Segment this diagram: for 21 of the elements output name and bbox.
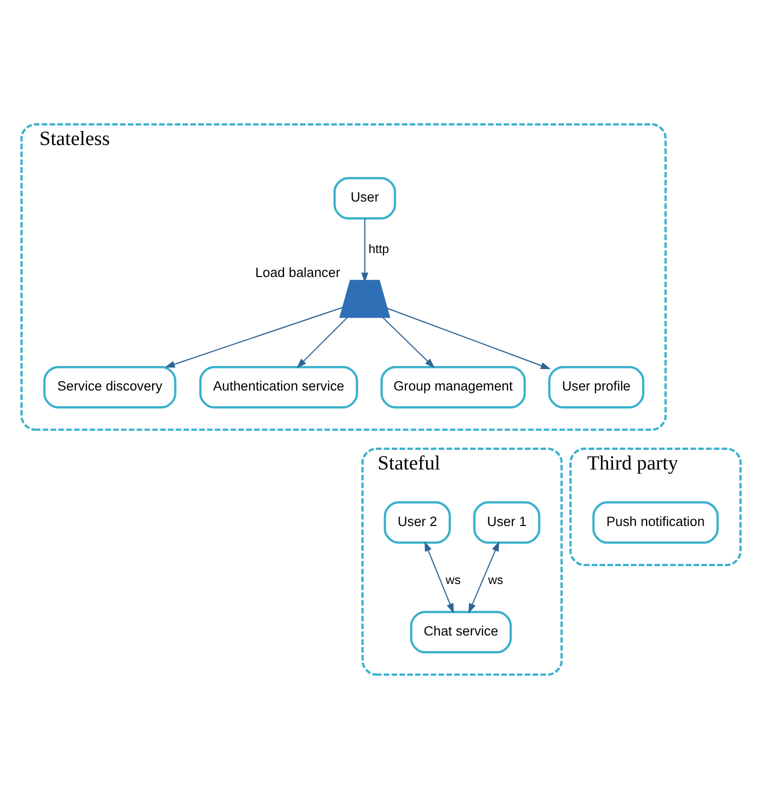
node-box: Push notification	[592, 501, 719, 544]
arrow	[386, 308, 551, 370]
edge-label: ws	[446, 572, 461, 587]
arrow	[382, 316, 435, 368]
arrow	[361, 218, 368, 283]
node-box: Service discovery	[43, 366, 176, 408]
arrow	[424, 541, 454, 614]
arrow	[164, 306, 344, 368]
edge-label: ws	[488, 572, 504, 587]
node-label: Load balancer	[255, 265, 340, 280]
node-box: User 1	[473, 501, 540, 544]
arrow	[296, 316, 348, 368]
node-trapezoid	[339, 280, 390, 318]
edge-label: http	[368, 242, 390, 256]
node-box: Group management	[380, 366, 526, 408]
node-box: Chat service	[410, 610, 512, 654]
arrow	[468, 541, 500, 614]
node-box: User profile	[548, 366, 644, 408]
node-box: Authentication service	[199, 366, 358, 408]
node-box: User 2	[384, 501, 451, 544]
node-box: User	[333, 176, 396, 220]
